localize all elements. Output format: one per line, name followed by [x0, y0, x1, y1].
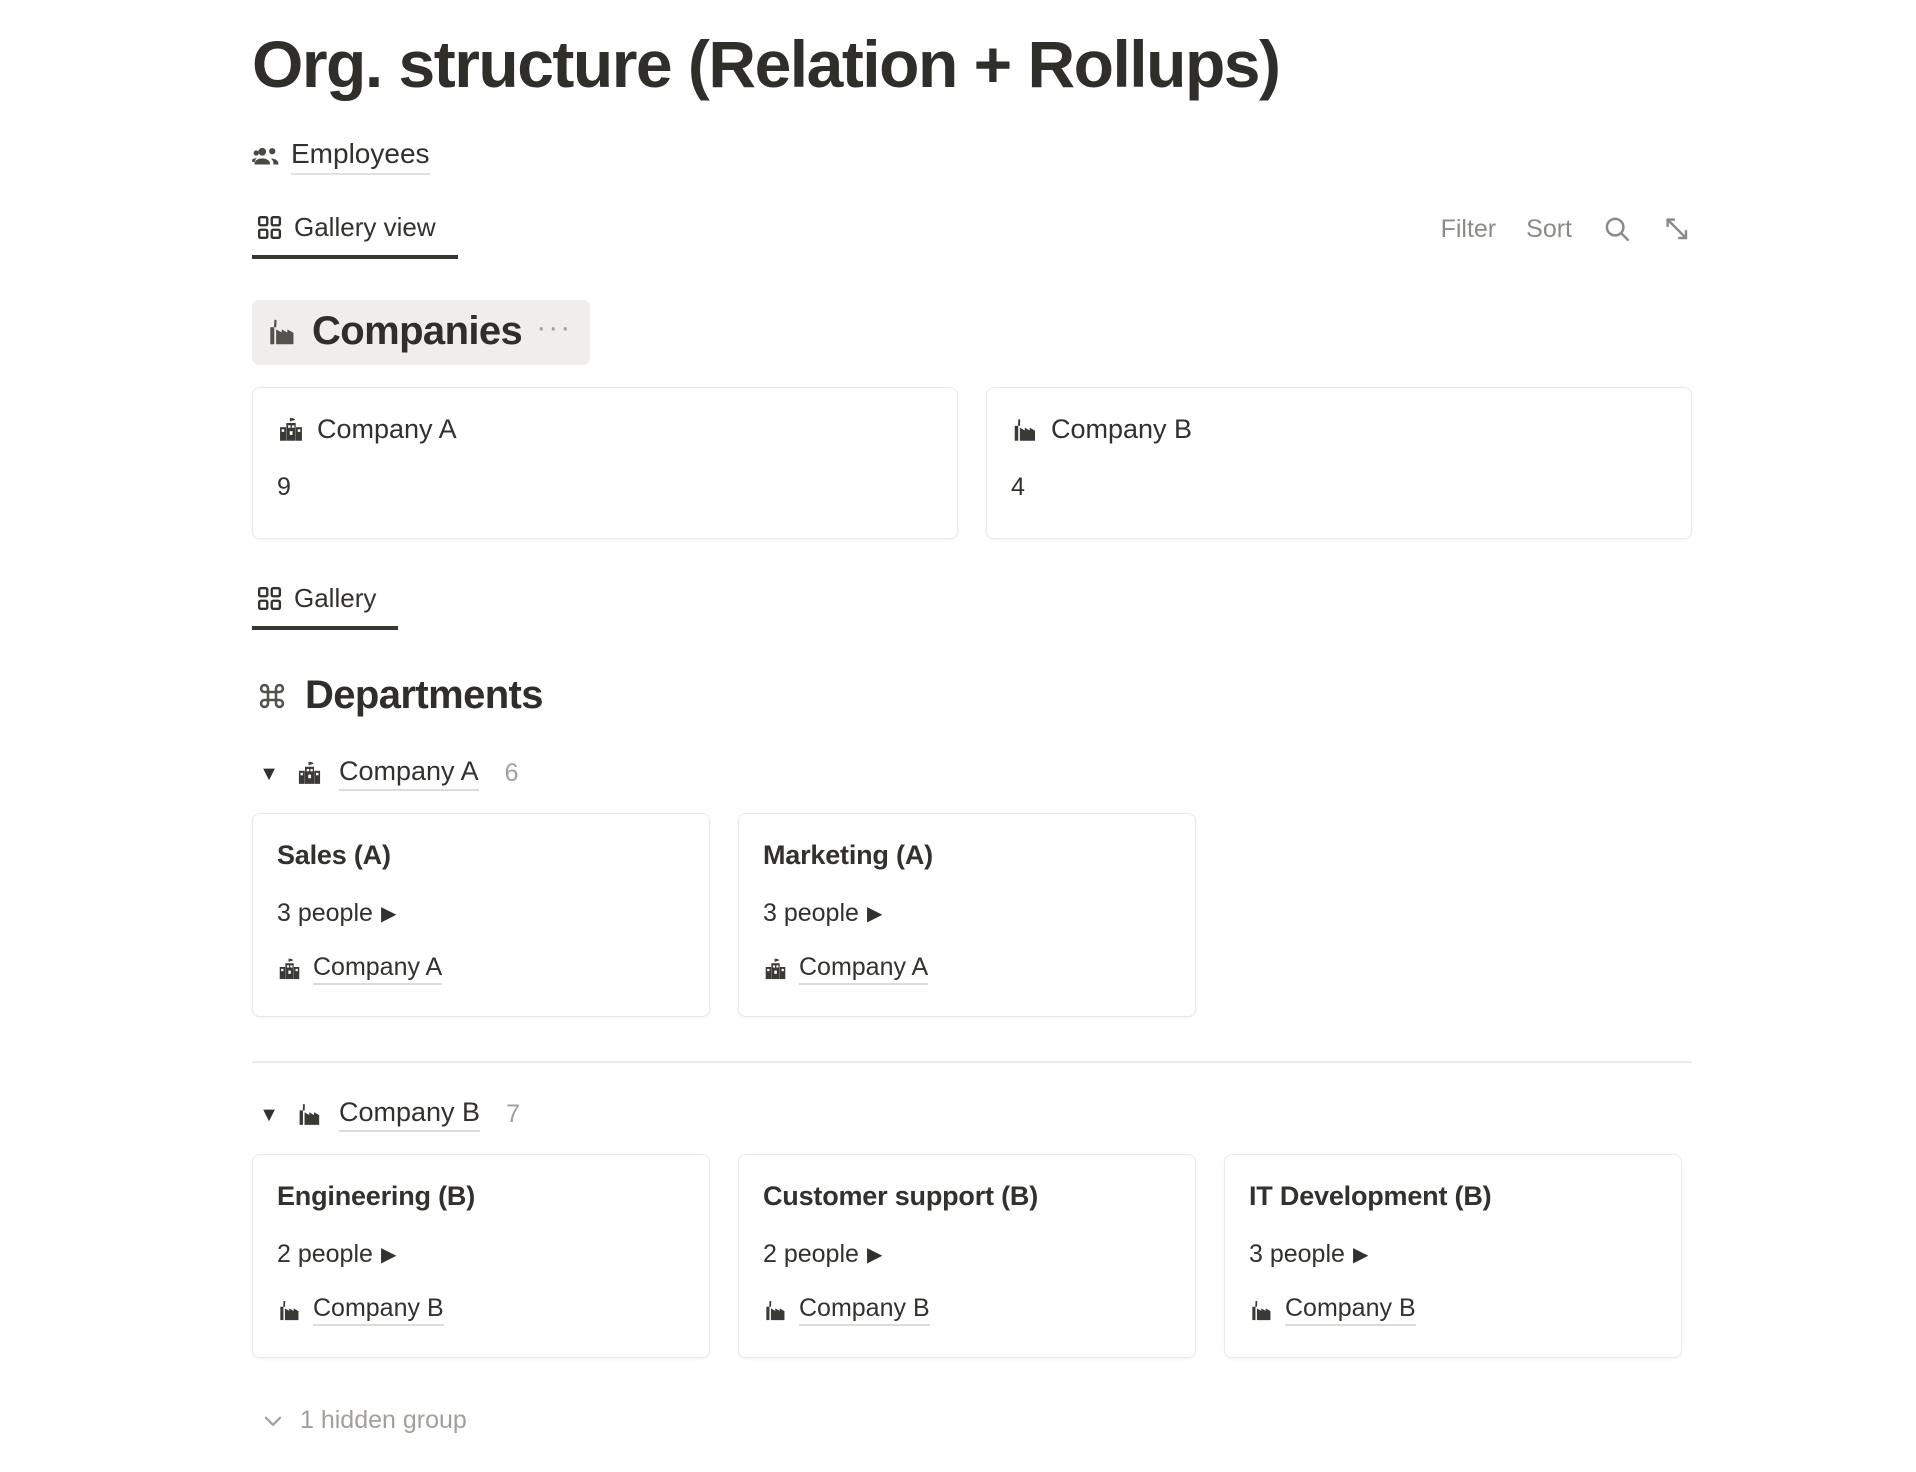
department-people-label: 3 people [277, 899, 373, 928]
department-card-row-b: Engineering (B) 2 people ▶ Company B [252, 1154, 1692, 1359]
departments-toolbar-underline [252, 633, 1692, 636]
command-icon [256, 680, 288, 712]
company-card-count: 9 [277, 473, 291, 502]
collection-label: Employees [291, 138, 430, 175]
section-title-companies: Companies [312, 309, 523, 354]
department-people[interactable]: 3 people ▶ [763, 899, 1171, 928]
collection-link-employees[interactable]: Employees [252, 138, 430, 175]
department-people[interactable]: 3 people ▶ [1249, 1240, 1657, 1269]
school-building-icon [277, 957, 302, 982]
department-relation[interactable]: Company A [277, 953, 685, 986]
company-card-count: 4 [1011, 473, 1025, 502]
company-card[interactable]: Company B 4 [986, 387, 1692, 540]
company-card-title-row: Company A [277, 414, 933, 445]
expand-triangle-icon[interactable]: ▶ [866, 1244, 883, 1267]
search-icon[interactable] [1602, 214, 1632, 244]
expand-icon[interactable] [1662, 214, 1692, 244]
company-card-row: Company A 9 Company B 4 [252, 387, 1692, 540]
school-building-icon [296, 760, 323, 787]
department-card[interactable]: Customer support (B) 2 people ▶ Company … [738, 1154, 1196, 1359]
page-title: Org. structure (Relation + Rollups) [252, 27, 1281, 101]
department-name: Marketing (A) [763, 840, 933, 871]
tab-gallery[interactable]: Gallery [252, 579, 399, 631]
department-people[interactable]: 2 people ▶ [763, 1240, 1171, 1269]
tab-gallery-view[interactable]: Gallery view [252, 208, 458, 260]
school-building-icon [763, 957, 788, 982]
departments-view-toolbar: Gallery [252, 579, 1692, 636]
content-column: Org. structure (Relation + Rollups) Empl… [252, 27, 1692, 1435]
expand-triangle-icon[interactable]: ▶ [1352, 1244, 1369, 1267]
company-card[interactable]: Company A 9 [252, 387, 958, 540]
department-relation[interactable]: Company B [1249, 1294, 1657, 1327]
company-card-title: Company B [1051, 414, 1193, 445]
department-people-label: 2 people [277, 1240, 373, 1269]
department-relation[interactable]: Company A [763, 953, 1171, 986]
view-actions: Filter Sort [1441, 208, 1692, 244]
department-relation[interactable]: Company B [763, 1294, 1171, 1327]
hidden-group-label: 1 hidden group [300, 1406, 467, 1435]
department-relation-label[interactable]: Company B [1285, 1294, 1416, 1327]
group-name-link[interactable]: Company A [339, 756, 479, 792]
group-divider [252, 1061, 1692, 1064]
section-header-companies[interactable]: Companies ··· [252, 300, 591, 366]
gallery-grid-icon [256, 585, 283, 612]
department-people-label: 3 people [1249, 1240, 1345, 1269]
group-count: 7 [506, 1100, 520, 1129]
factory-icon [763, 1298, 788, 1323]
factory-icon [296, 1101, 323, 1128]
toolbar-underline [252, 262, 1692, 265]
department-name: Customer support (B) [763, 1181, 1038, 1212]
department-name: Engineering (B) [277, 1181, 475, 1212]
group-header-company-a[interactable]: ▼ Company A 6 [258, 756, 1692, 792]
tab-gallery-view-label: Gallery view [294, 212, 436, 243]
collapse-caret-icon[interactable]: ▼ [259, 762, 279, 785]
section-title-departments: Departments [305, 673, 544, 718]
hidden-group-toggle[interactable]: 1 hidden group [260, 1406, 1692, 1435]
collapse-caret-icon[interactable]: ▼ [259, 1103, 279, 1126]
department-relation-label[interactable]: Company A [799, 953, 929, 986]
factory-icon [266, 316, 298, 348]
department-card[interactable]: IT Development (B) 3 people ▶ Company B [1224, 1154, 1682, 1359]
department-card[interactable]: Marketing (A) 3 people ▶ [738, 813, 1196, 1018]
sort-button[interactable]: Sort [1526, 214, 1572, 243]
group-count: 6 [504, 759, 519, 788]
department-name: IT Development (B) [1249, 1181, 1492, 1212]
department-relation-label[interactable]: Company A [313, 953, 443, 986]
expand-triangle-icon[interactable]: ▶ [866, 903, 883, 926]
department-people-label: 3 people [763, 899, 859, 928]
group-name-link[interactable]: Company B [339, 1097, 481, 1133]
department-people-label: 2 people [763, 1240, 859, 1269]
view-toolbar: Gallery view Filter Sort [252, 208, 1692, 265]
gallery-grid-icon [256, 214, 283, 241]
department-card[interactable]: Engineering (B) 2 people ▶ Company B [252, 1154, 710, 1359]
factory-icon [1249, 1298, 1274, 1323]
department-relation[interactable]: Company B [277, 1294, 685, 1327]
group-header-company-b[interactable]: ▼ Company B 7 [258, 1097, 1692, 1133]
department-card-row-a: Sales (A) 3 people ▶ [252, 813, 1692, 1018]
company-card-title: Company A [317, 414, 457, 445]
tab-gallery-label: Gallery [294, 583, 377, 614]
department-card[interactable]: Sales (A) 3 people ▶ [252, 813, 710, 1018]
chevron-down-icon [260, 1408, 286, 1434]
school-building-icon [277, 416, 305, 444]
expand-triangle-icon[interactable]: ▶ [380, 1244, 397, 1267]
filter-button[interactable]: Filter [1440, 214, 1497, 243]
department-relation-label[interactable]: Company B [799, 1294, 930, 1327]
company-card-title-row: Company B [1011, 414, 1667, 445]
expand-triangle-icon[interactable]: ▶ [380, 903, 397, 926]
factory-icon [277, 1298, 302, 1323]
department-people[interactable]: 2 people ▶ [277, 1240, 685, 1269]
department-people[interactable]: 3 people ▶ [277, 899, 685, 928]
department-name: Sales (A) [277, 840, 391, 871]
department-relation-label[interactable]: Company B [313, 1294, 444, 1327]
people-icon [252, 141, 282, 171]
section-more-button[interactable]: ··· [536, 311, 573, 345]
section-header-departments[interactable]: Departments [256, 673, 1692, 718]
factory-icon [1011, 416, 1039, 444]
